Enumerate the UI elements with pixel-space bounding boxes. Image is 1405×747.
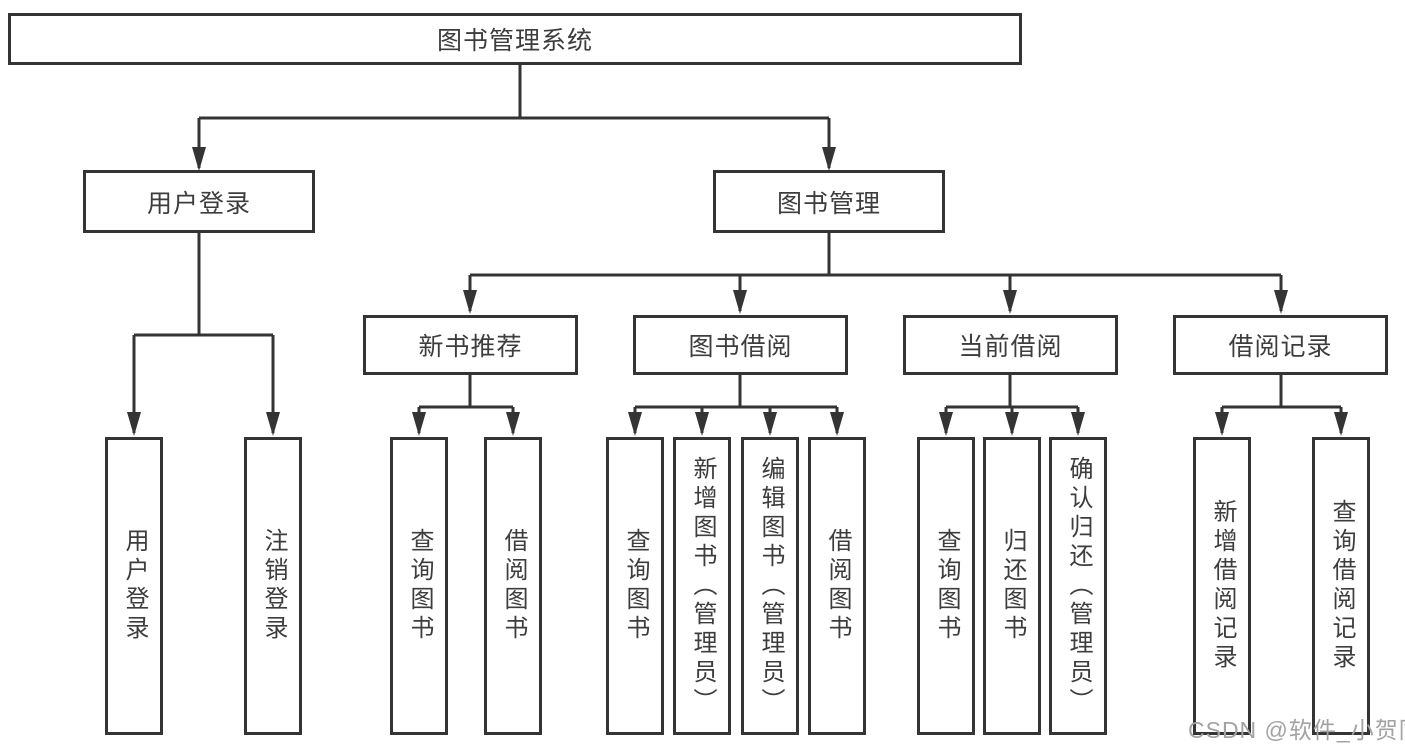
node-borrow-records: 借阅记录 (1173, 315, 1388, 375)
leaf-query-books-current-label: 查询图书 (933, 528, 960, 644)
leaf-add-book-admin-label: 新增图书（管理员） (689, 455, 716, 717)
leaf-add-book-admin: 新增图书（管理员） (673, 437, 731, 735)
leaf-logout: 注销登录 (244, 437, 302, 735)
node-library-system-label: 图书管理系统 (436, 27, 593, 55)
leaf-logout-label: 注销登录 (260, 528, 287, 644)
leaf-borrow-books-recommend: 借阅图书 (484, 437, 542, 735)
node-user-login-group: 用户登录 (83, 170, 315, 233)
node-user-login-group-label: 用户登录 (146, 189, 251, 218)
node-current-borrow-label: 当前借阅 (958, 333, 1063, 361)
leaf-query-borrow-record-label: 查询借阅记录 (1328, 499, 1355, 673)
node-new-book-recommend-label: 新书推荐 (418, 333, 523, 361)
node-book-borrow: 图书借阅 (633, 315, 848, 375)
node-borrow-records-label: 借阅记录 (1228, 333, 1333, 361)
leaf-borrow-books-recommend-label: 借阅图书 (500, 528, 527, 644)
leaf-user-login-label: 用户登录 (121, 528, 148, 644)
leaf-query-books-borrow-label: 查询图书 (622, 528, 649, 644)
leaf-query-books-current: 查询图书 (917, 437, 975, 735)
watermark: CSDN @软件_小贺同学 (1188, 717, 1405, 743)
leaf-query-borrow-record: 查询借阅记录 (1312, 437, 1370, 735)
leaf-return-book-label: 归还图书 (999, 528, 1026, 644)
leaf-add-borrow-record-label: 新增借阅记录 (1209, 499, 1236, 673)
leaf-edit-book-admin: 编辑图书（管理员） (741, 437, 799, 735)
leaf-query-books-borrow: 查询图书 (606, 437, 664, 735)
node-new-book-recommend: 新书推荐 (363, 315, 578, 375)
leaf-return-book: 归还图书 (983, 437, 1041, 735)
node-current-borrow: 当前借阅 (903, 315, 1118, 375)
leaf-borrow-books-label: 借阅图书 (824, 528, 851, 644)
leaf-query-books-recommend-label: 查询图书 (406, 528, 433, 644)
node-library-system: 图书管理系统 (8, 13, 1022, 65)
leaf-confirm-return-admin: 确认归还（管理员） (1049, 437, 1107, 735)
node-book-management: 图书管理 (713, 170, 945, 233)
node-book-management-label: 图书管理 (776, 189, 881, 218)
node-book-borrow-label: 图书借阅 (688, 333, 793, 361)
leaf-user-login: 用户登录 (105, 437, 163, 735)
leaf-add-borrow-record: 新增借阅记录 (1193, 437, 1251, 735)
leaf-edit-book-admin-label: 编辑图书（管理员） (757, 455, 784, 717)
leaf-borrow-books: 借阅图书 (808, 437, 866, 735)
leaf-query-books-recommend: 查询图书 (390, 437, 448, 735)
leaf-confirm-return-admin-label: 确认归还（管理员） (1065, 455, 1092, 717)
